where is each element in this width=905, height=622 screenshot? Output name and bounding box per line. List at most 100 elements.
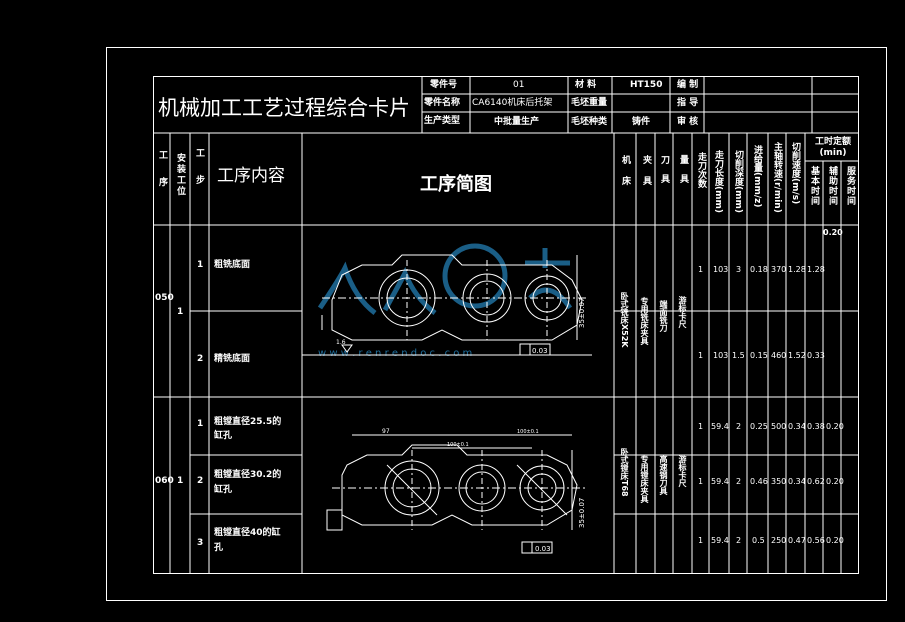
op060-step1-service-time: 0.20: [826, 422, 844, 431]
op050-step2-speed: 460: [771, 351, 787, 360]
op050-step2-passes: 1: [698, 351, 704, 360]
col-service-time: 服务时间: [845, 166, 855, 206]
col-setup: 安装工位: [175, 153, 185, 197]
op060-step1-no: 1: [197, 419, 204, 429]
op050-machine: 卧式铣床X52K: [620, 292, 629, 348]
op050-step1-content: 粗铣底面: [214, 260, 251, 270]
op050-step2-base-time: 0.33: [807, 351, 825, 360]
production-type-value: 中批量生产: [494, 117, 540, 127]
op050-service-time: 0.20: [823, 228, 843, 237]
op050-flatness: 0.03: [532, 347, 548, 355]
op060-step1-cut-speed: 0.34: [788, 422, 806, 431]
op050-sketch: 35±0.07 1.6 0.03: [302, 254, 592, 356]
op060-dim-height: 35±0.07: [578, 498, 586, 528]
part-no-label: 零件号: [430, 80, 458, 90]
col-cut-speed: 切削速度(m/s): [790, 142, 800, 205]
col-cutter: 刀具: [659, 155, 669, 193]
op050-step1-speed: 370: [771, 265, 787, 274]
op060-step3-passes: 1: [698, 536, 704, 545]
review-label: 审 核: [677, 117, 699, 127]
op060-step1-content: 粗镗直径25.5的: [214, 417, 282, 427]
part-no-value: 01: [513, 80, 525, 90]
card-title: 机械加工工艺过程综合卡片: [158, 96, 410, 120]
col-speed: 主轴转速(r/min): [772, 142, 782, 213]
op050-step2-feed: 0.15: [750, 351, 768, 360]
op060-step3-service-time: 0.20: [826, 536, 844, 545]
op060-step1-feed: 0.25: [750, 422, 768, 431]
blank-weight-label: 毛坯重量: [571, 98, 608, 108]
production-type-label: 生产类型: [424, 116, 461, 126]
op060-step2-feed: 0.46: [750, 477, 768, 486]
compile-label: 编 制: [677, 80, 699, 90]
col-depth: 切削深度(mm): [733, 150, 743, 213]
op060-step2-speed: 350: [771, 477, 787, 486]
op060-step3-depth: 2: [736, 536, 742, 545]
op050-step2-depth: 1.5: [732, 351, 745, 360]
op060-step3-content: 粗镗直径40的缸: [214, 528, 281, 538]
part-name-value: CA6140机床后托架: [472, 98, 553, 108]
col-content: 工序内容: [217, 166, 285, 186]
op060-cutter: 高速钢刀具: [659, 455, 668, 495]
op060-step2-length: 59.4: [711, 477, 729, 486]
col-aux-time: 辅助时间: [827, 166, 837, 206]
op060-dim-c1: 100±0.1: [447, 442, 469, 448]
op060-flatness: 0.03: [535, 545, 551, 553]
col-sketch: 工序简图: [420, 174, 492, 195]
op060-step1-base-time: 0.38: [807, 422, 825, 431]
op050-step1-no: 1: [197, 260, 204, 270]
op060-step1-length: 59.4: [711, 422, 729, 431]
op060-gauge: 游标卡尺: [678, 455, 687, 487]
guide-label: 指 导: [677, 98, 699, 108]
op050-step1-length: 103: [713, 265, 729, 274]
col-fixture: 夹具: [641, 155, 651, 197]
drawing-border: [106, 47, 887, 601]
op050-step2-content: 精铣底面: [214, 354, 251, 364]
op050-step2-length: 103: [713, 351, 729, 360]
op060-step3-no: 3: [197, 538, 204, 548]
op060-step3-content2: 孔: [214, 543, 224, 553]
material-label: 材 料: [575, 80, 597, 90]
op060-fixture: 专用镗床夹具: [640, 455, 649, 503]
op060-step3-feed: 0.5: [752, 536, 765, 545]
watermark-url: w w w . r e n r e n d o c . c o m: [318, 348, 473, 359]
blank-type-label: 毛坯种类: [571, 117, 608, 127]
op060-step1-speed: 500: [771, 422, 787, 431]
op050-step1-feed: 0.18: [750, 265, 768, 274]
op050-dim-ra: 1.6: [336, 339, 346, 346]
col-process: 工序: [157, 150, 167, 204]
op060-step1-passes: 1: [698, 422, 704, 431]
op060-setup: 1: [177, 476, 184, 486]
col-machine: 机床: [620, 155, 630, 197]
blank-type-value: 铸件: [632, 117, 651, 127]
col-passes: 走刀次数: [696, 152, 706, 188]
op060-step2-service-time: 0.20: [826, 477, 844, 486]
op060-step2-passes: 1: [698, 477, 704, 486]
op060-no: 060: [155, 476, 174, 486]
op050-step1-cut-speed: 1.28: [788, 265, 806, 274]
op060-step2-content: 粗镗直径30.2的: [214, 470, 282, 480]
material-value: HT150: [630, 80, 663, 90]
op060-step3-cut-speed: 0.47: [788, 536, 806, 545]
op060-machine: 卧式镗床T68: [620, 448, 629, 497]
op060-step2-cut-speed: 0.34: [788, 477, 806, 486]
op050-gauge: 游标卡尺: [678, 296, 687, 328]
op060-step2-no: 2: [197, 476, 204, 486]
op060-dim-97: 97: [382, 428, 390, 435]
op060-step1-depth: 2: [736, 422, 742, 431]
op060-step1-content2: 缸孔: [214, 431, 233, 441]
op050-step2-no: 2: [197, 354, 204, 364]
op050-dim-height: 35±0.07: [578, 298, 586, 328]
op060-step3-length: 59.4: [711, 536, 729, 545]
op050-step1-passes: 1: [698, 265, 704, 274]
col-feed: 进给量(mm/z): [752, 145, 762, 208]
col-base-time: 基本时间: [809, 166, 819, 206]
op050-cutter: 端面铣刀: [659, 300, 668, 332]
op050-no: 050: [155, 293, 174, 303]
op060-sketch: 97 100±0.1 100±0.1 35±0.07 0.03: [326, 428, 587, 554]
op060-dim-c2: 100±0.1: [517, 429, 539, 435]
col-length: 走刀长度(mm): [713, 150, 723, 213]
op060-step2-content2: 缸孔: [214, 485, 233, 495]
op060-step3-base-time: 0.56: [807, 536, 825, 545]
op060-step2-depth: 2: [736, 477, 742, 486]
